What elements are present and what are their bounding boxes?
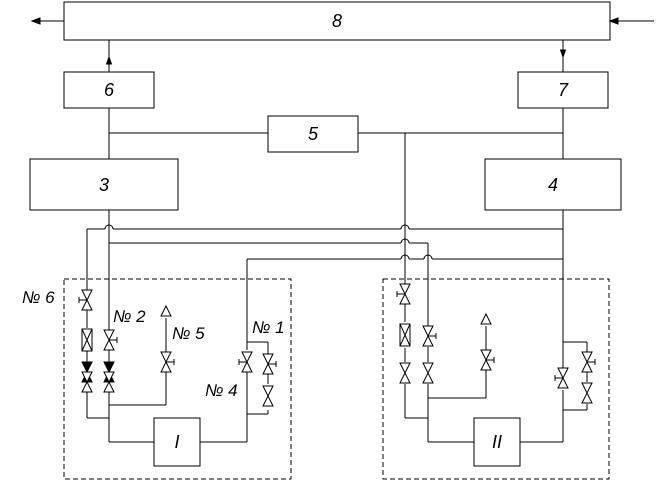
link-6-to-8 xyxy=(105,40,113,72)
valve-no5 xyxy=(160,351,175,373)
valve-top-right-II xyxy=(581,351,596,373)
unit-II-enclosure xyxy=(382,278,610,480)
block-4 xyxy=(484,158,622,211)
block-4-label: 4 xyxy=(548,175,558,195)
valve-right-II xyxy=(554,367,569,389)
block-7-label: 7 xyxy=(558,80,569,100)
filter-unit-I xyxy=(81,328,93,352)
block-3 xyxy=(29,158,179,211)
block-3-label: 3 xyxy=(99,175,109,195)
valve-mid-II xyxy=(422,325,437,347)
valve-label-no1: № 1 xyxy=(252,318,285,337)
valve-no4 xyxy=(238,351,253,373)
valve-below-no1 xyxy=(262,385,274,407)
unit-I-enclosure xyxy=(63,278,292,480)
inlet-arrow-right xyxy=(608,17,654,25)
valve-no1 xyxy=(262,353,277,375)
valve-bottom-right-II xyxy=(581,382,593,404)
block-6 xyxy=(63,71,155,109)
valve-label-no5: № 5 xyxy=(172,324,205,343)
gate-valve-left-II xyxy=(399,362,411,384)
valve-label-no2: № 2 xyxy=(113,307,146,326)
filter-unit-II xyxy=(399,323,411,347)
block-II-label: II xyxy=(492,432,502,452)
link-8-to-7 xyxy=(559,40,567,72)
block-5 xyxy=(267,115,359,153)
block-I xyxy=(153,417,201,467)
valve-label-no4: № 4 xyxy=(205,381,238,400)
valve-no2 xyxy=(103,329,118,351)
valve-top-left-II xyxy=(396,283,411,305)
valve-label-no6: № 6 xyxy=(22,288,55,307)
block-8-label: 8 xyxy=(332,11,342,31)
block-8 xyxy=(63,1,611,41)
gate-valve-mid-II xyxy=(422,362,434,384)
outlet-arrow-left xyxy=(30,17,64,25)
valve-no6 xyxy=(78,289,93,311)
block-6-label: 6 xyxy=(104,80,115,100)
block-5-label: 5 xyxy=(308,124,319,144)
vent-arrow-I xyxy=(160,305,172,317)
piping xyxy=(86,108,588,443)
vent-arrow-II xyxy=(480,313,492,325)
valve-vent-II xyxy=(480,349,495,371)
block-I-label: I xyxy=(174,432,179,452)
